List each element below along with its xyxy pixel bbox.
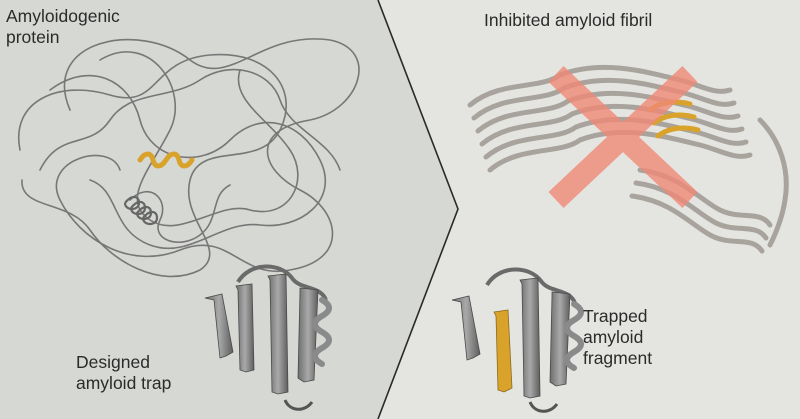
chevron-divider <box>377 0 459 419</box>
label-line: protein <box>6 27 60 47</box>
protein-helix <box>123 195 159 226</box>
label-line: Amyloidogenic <box>6 6 120 26</box>
designed-amyloid-trap <box>204 264 332 411</box>
label-inhibited-amyloid-fibril: Inhibited amyloid fibril <box>484 10 653 30</box>
trap-with-fragment <box>451 267 584 413</box>
label-line: amyloid trap <box>76 373 172 393</box>
right-panel-background <box>378 0 800 419</box>
label-amyloidogenic-protein: Amyloidogenic protein <box>6 6 120 48</box>
amyloid-fragment-highlight <box>137 151 195 169</box>
label-designed-amyloid-trap: Designed amyloid trap <box>76 352 171 394</box>
disordered-protein-chain <box>17 38 360 278</box>
label-trapped-amyloid-fragment: Trapped amyloid fragment <box>583 306 652 369</box>
trapped-fragment-strand <box>493 309 513 393</box>
amyloid-fibril <box>467 64 789 254</box>
label-line: fragment <box>583 348 653 368</box>
inhibition-cross <box>548 65 698 209</box>
label-line: Trapped <box>583 306 648 326</box>
label-line: Designed <box>76 352 150 372</box>
label-line: amyloid <box>583 327 644 347</box>
